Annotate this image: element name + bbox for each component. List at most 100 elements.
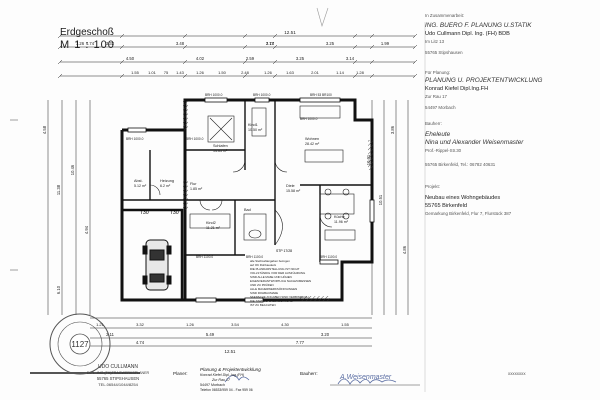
planer-signature-scribble xyxy=(224,375,250,383)
office1-street: Im Litz 13 xyxy=(425,39,445,44)
car-icon xyxy=(142,239,172,291)
dim-bottom: 4.74 xyxy=(136,340,145,345)
office1-name: ING. BUERO F. PLANUNG U.STATIK xyxy=(425,22,532,29)
dim-bottom: 2.11 xyxy=(106,332,115,337)
collab-heading: In Zusammenarbeit: xyxy=(425,13,465,18)
room-area: 6.2 m² xyxy=(160,184,171,188)
office1-person: Udo Cullmann Dipl. Ing. (FH) BDB xyxy=(425,31,510,37)
windows xyxy=(127,97,375,303)
dim-top: 4.50 xyxy=(126,56,135,61)
office1-city: 55765 Stipshausen xyxy=(425,50,463,55)
bauherr-line1: Eheleute xyxy=(425,131,451,138)
note-line: VOLLSTÄNDIG VOR DER AUSFÜHRUNG xyxy=(250,271,306,275)
dim-top: 4.02 xyxy=(196,56,205,61)
dim-bottom: 1.55 xyxy=(341,322,350,327)
seal-city: 55765 STIPSHAUSEN xyxy=(97,376,139,381)
planung-heading: Für Planung: xyxy=(425,70,451,75)
room-name: Kind2 xyxy=(206,221,216,225)
bauherr-heading: Bauherr: xyxy=(425,121,442,126)
lounge xyxy=(304,149,344,163)
dim-top: 3.14 xyxy=(266,41,275,46)
bottom-dimension-lines xyxy=(90,317,372,347)
dim-top: 3.48 xyxy=(176,41,185,46)
dim-top: 2.59 xyxy=(246,56,255,61)
room-name: Wohnen xyxy=(305,137,319,141)
title-block: In Zusammenarbeit: ING. BUERO F. PLANUNG… xyxy=(425,12,600,218)
projekt-line1: Neubau eines Wohngebäudes xyxy=(425,195,501,201)
room-name: Diele xyxy=(286,184,295,188)
room-area: 15.58 m² xyxy=(286,189,301,193)
window-tag: BRH 1000.0 xyxy=(186,137,204,141)
dim-top: 1.26 xyxy=(76,41,85,46)
dim-top: 1.26 xyxy=(196,70,205,75)
dim-top: 1.26 xyxy=(264,70,273,75)
note-line: alle Stellmaßangaben bezogen xyxy=(250,259,290,263)
dim-bottom: 7.77 xyxy=(296,340,305,345)
bath-fixtures xyxy=(243,213,267,241)
dim-right: 4.86 xyxy=(402,245,407,254)
top-dimension-lines xyxy=(57,33,418,79)
datum-value: xxxxxxxx xyxy=(508,371,526,376)
bauherr-city: 55765 Birkenfeld, Tel.: 06782 40631 xyxy=(425,162,496,167)
dim-bottom: 5.49 xyxy=(206,332,215,337)
dim-top: 3.25 xyxy=(326,41,335,46)
dim-top: 2.01 xyxy=(311,70,320,75)
note-line: SIND ROHBAUMAßE xyxy=(250,291,278,295)
note-line: DIE STATISCHE BERECHNUNG xyxy=(250,299,294,303)
office2-person: Konrad Kiefel Dipl.Ing.FH xyxy=(425,86,489,92)
bauherr-line2: Nina und Alexander Weisenmaster xyxy=(425,139,524,146)
sofa xyxy=(299,105,341,119)
note-line: STATISCHE ANGABEN SIND VERBINDLICH xyxy=(250,295,309,299)
dim-left: 4.94 xyxy=(84,225,89,234)
seal-role: DIPL.-ING.(FH)TRAGWERKSPLANER xyxy=(87,371,150,375)
drawing-scale: M 1 : 100 xyxy=(60,39,115,51)
dim-bottom: 3.20 xyxy=(321,332,330,337)
seal-number: 1127 xyxy=(71,340,89,349)
dim-right: 10.01 xyxy=(366,154,371,165)
room-name: Heizung xyxy=(160,179,174,183)
dim-top: 1.63 xyxy=(286,70,295,75)
projekt-line2: 55765 Birkenfeld xyxy=(425,203,467,209)
stair-note: STP 17/28 xyxy=(276,249,292,253)
note-line: DIE PLANDARSTELLUNG IST NICHT xyxy=(250,267,300,271)
dim-left: 11.38 xyxy=(56,184,61,195)
dim-left: 6.10 xyxy=(56,285,61,294)
dim-top: 2.48 xyxy=(241,70,250,75)
dim-right: 10.51 xyxy=(378,194,383,205)
office2-city: 54497 Morbach xyxy=(425,105,456,110)
room-area: 11.96 m² xyxy=(334,220,349,224)
room-name: Schlafen xyxy=(213,144,228,148)
room-name: Kind1 xyxy=(248,123,258,127)
garage-door-tag-2: T30 xyxy=(170,210,179,216)
planer-label: Planer: xyxy=(173,371,188,376)
room-area: 1.85 m² xyxy=(190,187,203,191)
planer-company: Planung & Projektentwicklung xyxy=(200,367,261,372)
dim-top: 1.43 xyxy=(176,70,185,75)
office2-name: PLANUNG U. PROJEKTENTWICKLUNG xyxy=(425,77,543,84)
room-name: Flur xyxy=(190,182,197,186)
room-area: 28.42 m² xyxy=(305,142,320,146)
window-tag: BRH 1100.0 xyxy=(320,255,337,259)
dim-bottom: 1.21 xyxy=(96,322,105,327)
note-line: ALLE MAUERWERKSÖFFNUNGEN xyxy=(250,287,297,291)
room-area: 10.50 m² xyxy=(248,128,263,132)
dim-top: 3.32 xyxy=(106,41,115,46)
dim-top: 3.25 xyxy=(296,56,305,61)
left-dimension-lines xyxy=(47,100,91,315)
dim-left: 4.58 xyxy=(42,125,47,134)
planer-city: 54497 Morbach xyxy=(200,383,225,387)
dim-right: 3.86 xyxy=(390,125,395,134)
note-line: SIND ALLE MAßE UND HÖHEN xyxy=(250,275,292,279)
projekt-heading: Projekt: xyxy=(425,184,440,189)
dim-top: 4.74 xyxy=(86,41,95,46)
office2-street: Zur Rau 17 xyxy=(425,94,447,99)
bauherr-street: Prof.-Rippel-Str.30 xyxy=(425,148,462,153)
dim-bottom: 4.30 xyxy=(281,322,290,327)
planer-person: Konrad Kiefel Dipl.-Ing.(FH) xyxy=(200,373,245,377)
planer-street: Zur Rau 17 xyxy=(212,378,230,382)
dim-top: 1.01 xyxy=(148,70,157,75)
dining-table xyxy=(319,193,355,215)
